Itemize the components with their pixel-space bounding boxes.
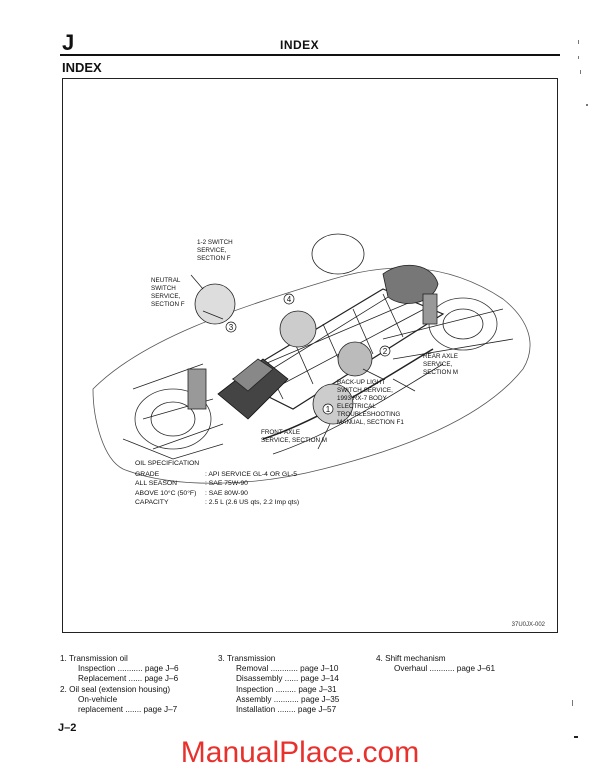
oil-spec-value: : API SERVICE GL-4 OR GL-5 (205, 471, 298, 479)
index-column-2: 3. Transmission Removal ............ pag… (218, 654, 378, 715)
index-column-1: 1. Transmission oil Inspection .........… (60, 654, 220, 715)
oil-spec-title: OIL SPECIFICATION (135, 460, 200, 467)
figure-box: 1 2 3 4 1-2 SWITCH SERVICE, SECTION F NE… (62, 78, 558, 633)
index-heading: 1. Transmission oil (60, 654, 128, 663)
callout-1-2-switch: 1-2 SWITCH SERVICE, SECTION F (197, 239, 233, 262)
index-entry: Disassembly ...... page J–14 (236, 674, 339, 684)
oil-spec-value: : SAE 75W-90 (205, 480, 248, 488)
oil-spec-row: CAPACITY : 2.5 L (2.6 US qts, 2.2 Imp qt… (135, 498, 299, 507)
marker-3: 3 (229, 323, 234, 332)
index-entry: Assembly ........... page J–35 (236, 694, 340, 704)
index-entry: Installation ........ page J–57 (236, 705, 337, 715)
oil-spec-key: ALL SEASON (135, 480, 178, 488)
section-letter: J (62, 30, 75, 55)
page-number: J–2 (58, 722, 77, 734)
scan-speck (578, 40, 579, 44)
marker-2: 2 (383, 347, 388, 356)
marker-1: 1 (326, 405, 331, 414)
oil-specification: OIL SPECIFICATION GRADE : API SERVICE GL… (135, 459, 299, 507)
scan-speck (572, 700, 573, 706)
oil-spec-key: CAPACITY (135, 498, 169, 506)
oil-spec-value: : SAE 80W-90 (205, 489, 248, 497)
header-rule (60, 54, 560, 56)
callout-backup-light: BACK-UP LIGHT SWITCH SERVICE, 1993 RX-7 … (337, 379, 404, 426)
index-entry: replacement ....... page J–7 (78, 705, 178, 715)
scan-speck (580, 70, 581, 74)
drivetrain-illustration: 1 2 3 4 (92, 233, 531, 484)
oil-spec-key: GRADE (135, 471, 160, 479)
page-title: INDEX (62, 60, 102, 75)
oil-spec-value: : 2.5 L (2.6 US qts, 2.2 Imp qts) (205, 498, 300, 506)
index-entry: Inspection ......... page J–31 (236, 684, 337, 694)
callout-neutral-switch: NEUTRAL SWITCH SERVICE, SECTION F (151, 277, 185, 308)
callout-rear-axle: REAR AXLE SERVICE, SECTION M (423, 353, 458, 376)
index-entry: Inspection ........... page J–6 (78, 664, 179, 674)
index-entry: On-vehicle (78, 694, 118, 704)
watermark: ManualPlace.com (180, 736, 420, 769)
callout-front-axle: FRONT AXLE SERVICE, SECTION M (261, 429, 328, 444)
index-heading: 2. Oil seal (extension housing) (60, 684, 171, 694)
oil-spec-key: ABOVE 10°C (50°F) (135, 489, 197, 497)
oil-spec-row: ABOVE 10°C (50°F) : SAE 80W-90 (135, 489, 299, 498)
index-entry: Overhaul ........... page J–61 (394, 664, 496, 674)
index-heading: 4. Shift mechanism (376, 654, 446, 663)
oil-spec-row: ALL SEASON : SAE 75W-90 (135, 479, 299, 488)
scan-speck (578, 56, 579, 59)
index-heading: 3. Transmission (218, 654, 276, 663)
scan-speck (574, 736, 578, 738)
oil-spec-row: GRADE : API SERVICE GL-4 OR GL-5 (135, 470, 299, 479)
figure-code: 37U0JX-002 (511, 622, 545, 628)
header-title: INDEX (280, 38, 320, 52)
scan-speck (586, 104, 588, 106)
index-entry: Replacement ...... page J–6 (78, 674, 179, 684)
marker-4: 4 (287, 295, 292, 304)
index-entry: Removal ............ page J–10 (236, 664, 339, 674)
index-column-3: 4. Shift mechanism Overhaul ........... … (376, 654, 536, 674)
